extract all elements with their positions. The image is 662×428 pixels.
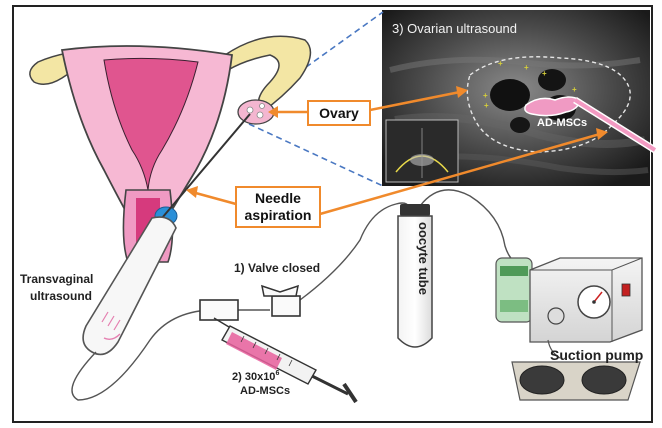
ovary-label: Ovary [319, 105, 359, 121]
suction-pump [496, 258, 642, 400]
dose-label-line1: 2) 30x106 [232, 370, 279, 383]
pump-filter-band [500, 266, 528, 276]
ultrasound-panel: ++ ++ ++ 3) Ovarian ultrasound AD-MSCs [382, 10, 655, 186]
foot-pedal-right[interactable] [582, 366, 626, 394]
valve-body [272, 296, 300, 316]
fallopian-tube-right [225, 36, 310, 112]
pump-power-switch[interactable] [622, 284, 630, 296]
oocyte-tube-label: oocyte tube [416, 222, 431, 295]
svg-text:+: + [572, 85, 577, 94]
ultrasound-title: 3) Ovarian ultrasound [392, 21, 517, 36]
dose-prefix: 2) 30x10 [232, 371, 275, 383]
dose-exponent: 6 [275, 370, 279, 377]
svg-text:+: + [484, 101, 489, 110]
ultrasound-msc-label: AD-MSCs [537, 117, 587, 129]
svg-text:+: + [483, 91, 488, 100]
follicle [510, 117, 530, 133]
syringe-connector [200, 300, 238, 320]
oocyte-tube: oocyte tube [398, 204, 432, 347]
pump-label: Suction pump [550, 347, 643, 363]
zoom-line-bottom [249, 124, 383, 186]
valve-handle [262, 286, 298, 296]
tube-oocyte-to-pump [420, 190, 520, 264]
svg-text:+: + [542, 69, 547, 78]
dose-label-line2: AD-MSCs [240, 385, 290, 397]
foot-pedal-left[interactable] [520, 366, 564, 394]
probe-label-line2: ultrasound [30, 289, 92, 303]
needle-label-line2: aspiration [245, 207, 312, 223]
pump-knob[interactable] [548, 308, 564, 324]
svg-text:+: + [524, 63, 529, 72]
follicle [490, 79, 530, 111]
probe-label-line1: Transvaginal [20, 272, 93, 286]
needle-label-line1: Needle [255, 190, 301, 206]
valve-label: 1) Valve closed [234, 261, 320, 275]
